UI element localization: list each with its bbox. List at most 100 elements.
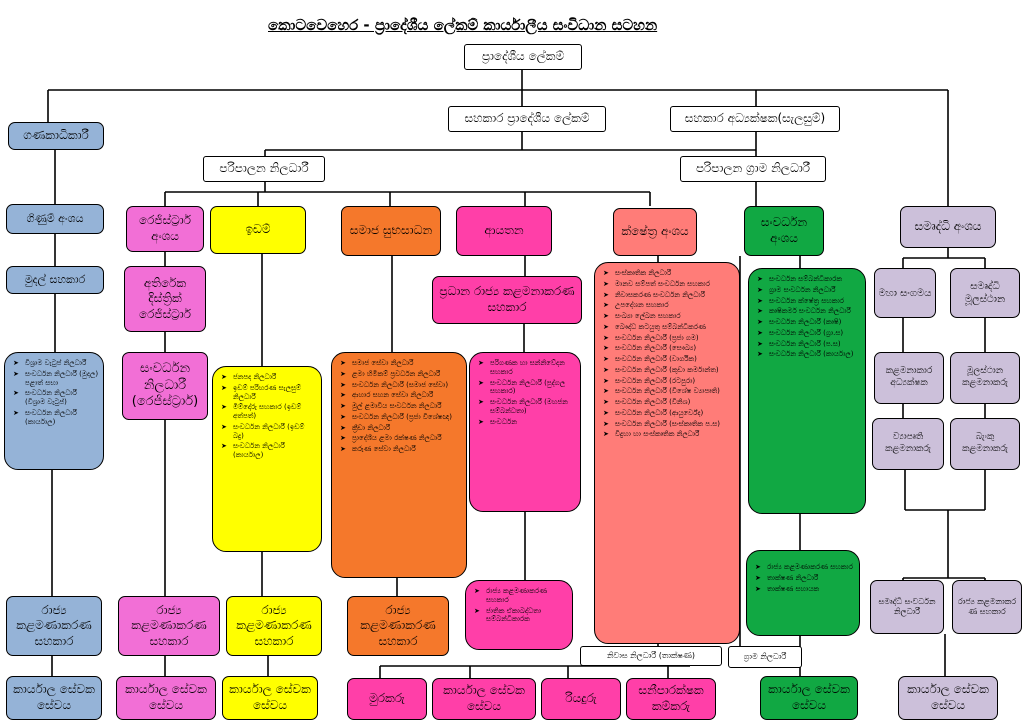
land-mgmt-assistant-box: රාජ්‍ය කළමණාකරණ සහකාර (226, 596, 322, 656)
social-welfare-branch-box: සමාජ සුභසාධන (341, 206, 441, 256)
development-office-staff-box: කාර්යාල සේවක සේවය (760, 676, 858, 720)
registrar-mgmt-assistant-box: රාජ්‍ය කළමණාකරණ සහකාර (118, 596, 220, 656)
list-item: කරුණ සේවා නිලධාරී (340, 445, 462, 454)
admin-officer-box: පරිපාලන නිලධාරී (203, 156, 325, 182)
bank-manager-box: බැංකු කළමනාකරු (950, 418, 1020, 470)
samurdhi-branch-box: සමෘද්ධි අංශය (900, 206, 996, 248)
list-item: මිම්දෝරු සහකාර (ඉඩම් අත්පත්) (221, 403, 317, 421)
accounts-branch-box: ගිණුම් අංශය (6, 204, 104, 234)
field-staff-list: සංස්කෘතික නිලධාරී මානව සම්පත් සංවර්ධන සහ… (594, 262, 740, 644)
list-item: විදුහා හා සංස්කෘතික නිලධාරී (603, 430, 735, 439)
list-item: පරිගණක හා සන්නිවේදන සහකාර (478, 359, 576, 377)
list-item: සංවර්ධන නිලධාරී (පුද්ගල සහකාර) (478, 379, 576, 397)
samurdhi-dev-officer-box: සමෘද්ධි සංවර්ධන නිලධාරී (870, 580, 944, 634)
list-item: රාජ්‍ය කළමණාකරණ සහකාර (755, 563, 855, 572)
list-item: සංවර්ධන නිලධාරී (කාර්යාල) (221, 442, 317, 460)
list-item: සංවර්ධන නිලධාරී (ඉඩම් බදු) (221, 423, 317, 441)
list-item: සංවර්ධන නිලධාරී (රටපුරා) (603, 377, 735, 386)
list-item: සංවර්ධන නිලධාරී (ප.ස) (757, 340, 861, 349)
establishment-staff-list: පරිගණක හා සන්නිවේදන සහකාර සංවර්ධන නිලධාර… (469, 352, 581, 512)
list-item: සමාජ සේවා නිලධාරී (340, 359, 462, 368)
list-item: සංවර්ධන නිලධාරී (සමාජ සේවා) (340, 381, 462, 390)
list-item: බෞද්ධ කටයුතු සම්බන්ධීකරණ (603, 323, 735, 332)
managing-director-box: කළමනාකාර අධ්‍යක්ෂක (874, 352, 944, 404)
list-item: ඉඩම් පරිහරණ සැලසුම් නිලධාරී (221, 384, 317, 402)
list-item: සංවර්ධන නිලධාරී (ග්‍රා.ස) (757, 329, 861, 338)
land-office-staff-box: කාර්යාල සේවක සේවය (222, 676, 318, 720)
list-item: සංවර්ධන නිලධාරී (ප්‍රජා ගම) (603, 334, 735, 343)
list-item: ළමා හිමිකම් ප්‍රවර්ධන නිලධාරී (340, 370, 462, 379)
chart-title: කොටවෙහෙර - ප්‍රාදේශීය ලේකම් කාර්යාලීය සං… (268, 16, 658, 34)
head-office-manager-box: මූලස්ථාන කළමනාකරු (950, 352, 1020, 404)
divisional-secretary-box: ප්‍රාදේශීය ලේකම් (464, 44, 582, 70)
list-item: සංවර්ධන නිලධාරී (කාර්යාල) (757, 350, 861, 359)
list-item: සංවර්ධන නිලධාරී (මුදල) පළාත් සභා (13, 370, 99, 388)
list-item: මානව සම්පත් සංවර්ධන සහකාර (603, 280, 735, 289)
registrar-dev-officer-box: සංවර්ධන නිලධාරී (රෙජිස්ට්‍රාර්) (122, 352, 208, 420)
samurdhi-mgmt-assistant-box: රාජ්‍ය කළමනාකර ණ සහකාර (952, 580, 1022, 634)
list-item: ආහාර සහන සේවා නිලධාරී (340, 391, 462, 400)
accounts-mgmt-assistant-box: රාජ්‍ය කළමණාකරණ සහකාර (6, 596, 102, 656)
cash-assistant-box: මුදල් සහකාර (6, 266, 104, 294)
driver-box: රියදුරු (541, 678, 621, 720)
list-item: සංස්කෘතික නිලධාරී (603, 269, 735, 278)
list-item: ග්‍රාම සංවර්ධන නිලධාරී (757, 286, 861, 295)
accounts-office-staff-box: කාර්යාල සේවක සේවය (6, 676, 102, 720)
land-staff-list: ජනපද නිලධාරී ඉඩම් පරිහරණ සැලසුම් නිලධාරී… (212, 366, 322, 552)
land-branch-box: ඉඩම් (210, 206, 306, 254)
list-item: සංවර්ධන නිලධාරී (ප්‍රජා විශේෂඥ) (340, 413, 462, 422)
list-item: සංවර්ධන නිලධාරී (සංස්කෘතික ප.ස) (603, 420, 735, 429)
field-branch-box: ක්ෂේත්‍ර අංශය (613, 208, 697, 256)
list-item: ජනපද නිලධාරී (221, 373, 317, 382)
list-item: උපදේශන සහකාර (603, 301, 735, 310)
assistant-divisional-secretary-box: සහකාර ප්‍රාදේශීය ලේකම් (448, 106, 606, 132)
maha-sangamaya-box: මහා සංගමය (874, 268, 936, 318)
registrar-branch-box: රෙජිස්ට්‍රාර් අංශය (126, 206, 204, 252)
list-item: සංවර්ධන (478, 418, 576, 427)
list-item: සංවර්ධන නිලධාරී (කාර්යාල) (13, 409, 99, 427)
registrar-office-staff-box: කාර්යාල සේවක සේවය (116, 676, 216, 720)
list-item: සංවර්ධන නිලධාරී (විනිශ) (603, 398, 735, 407)
list-item: සංවර්ධන නිලධාරී (විශ්‍රාම වැටුප්) (13, 389, 99, 407)
list-item: තාක්ෂණ නිලධාරී (755, 574, 855, 583)
list-item: කෘෂිකර්ම සංවර්ධන නිලධාරී (757, 307, 861, 316)
establishment-mgmt-list: රාජ්‍ය කළමණාකරණ සහකාර ජාතික ඒකාබද්ධතා සම… (465, 580, 573, 650)
list-item: ප්‍රාදේශීය ළමා රක්ෂණ නිලධාරී (340, 434, 462, 443)
project-manager-box: ව්‍යාපෘති කළමනාකරු (872, 418, 944, 470)
list-item: සංවර්ධන නිලධාරී (කුඩා කර්මාන්ත) (603, 366, 735, 375)
office-staff-box: කාර්යාල සේවක සේවය (432, 678, 536, 720)
list-item: සංවර්ධන ක්ෂේත්‍ර සහකාර (757, 297, 861, 306)
establishment-branch-box: ආයතන (456, 206, 552, 256)
samurdhi-head-office-box: සමෘද්ධි මූලස්ථාන (950, 268, 1020, 318)
assistant-director-planning-box: සහකාර අධ්‍යක්ෂක(සැලසුම්) (670, 106, 840, 132)
grama-niladhari-box: ග්‍රාම නිලධාරී (728, 646, 802, 668)
list-item: සංවර්ධන නිලධාරී (සෞඛ්‍ය) (603, 344, 735, 353)
accounts-staff-list: විශ්‍රාම වැටුප් නිලධාරී සංවර්ධන නිලධාරී … (4, 352, 104, 470)
sanitary-labourer-box: සනීපාරක්ෂක කම්කරු (626, 678, 716, 720)
list-item: සංවර්ධන නිලධාරී (කෘෂි) (757, 318, 861, 327)
list-item: විශ්‍රාම වැටුප් නිලධාරී (13, 359, 99, 368)
additional-district-registrar-box: අතිරේක දිස්ත්‍රික් රෙජිස්ට්‍රාර් (124, 266, 206, 332)
social-welfare-staff-list: සමාජ සේවා නිලධාරී ළමා හිමිකම් ප්‍රවර්ධන … (331, 352, 467, 578)
list-item: සංවර්ධන නිලධාරී (වාර්ගික) (603, 355, 735, 364)
admin-grama-niladhari-box: පරිපාලන ග්‍රාම නිලධාරී (680, 156, 826, 182)
development-branch-box: සංවර්ධන අංශය (744, 206, 824, 256)
chief-mgmt-assistant-box: ප්‍රධාන රාජ්‍ය කළමනාකරණ සහකාර (432, 276, 582, 324)
development-mgmt-list: රාජ්‍ය කළමණාකරණ සහකාර තාක්ෂණ නිලධාරී තාක… (746, 550, 860, 636)
list-item: සංවර්ධන සම්බන්ධීකාරක (757, 275, 861, 284)
list-item: තාක්ෂණ සහායක (755, 585, 855, 594)
development-staff-list: සංවර්ධන සම්බන්ධීකාරක ග්‍රාම සංවර්ධන නිලධ… (748, 268, 866, 514)
list-item: සංවර්ධන නිලධාරී (මහජන සම්බන්ධතා) (478, 398, 576, 416)
list-item: ජාතික ඒකාබද්ධතා සම්බන්ධීකාරක (474, 607, 568, 625)
list-item: සංවර්ධන නිලධාරී (ආයුර්වේද) (603, 409, 735, 418)
list-item: රාජ්‍ය කළමණාකරණ සහකාර (474, 587, 568, 605)
list-item: මුල් ළමාවිය සංවර්ධන නිලධාරී (340, 402, 462, 411)
list-item: ක්‍රීඩා නිලධාරී (340, 424, 462, 433)
list-item: සංවර්ධන නිලධාරී (විශේෂ ව්‍යාපෘති) (603, 387, 735, 396)
housing-officer-box: නිවාස නිලධාරී (තාක්ෂණ) (580, 646, 722, 666)
list-item: නිවාසකරණ සංවර්ධන නිලධාරී (603, 291, 735, 300)
list-item: සංඛ්‍යා ලේඛන සහකාර (603, 312, 735, 321)
samurdhi-office-staff-box: කාර්යාල සේවක සේවය (898, 676, 998, 720)
accountant-box: ගණකාධිකාරී (8, 122, 104, 150)
